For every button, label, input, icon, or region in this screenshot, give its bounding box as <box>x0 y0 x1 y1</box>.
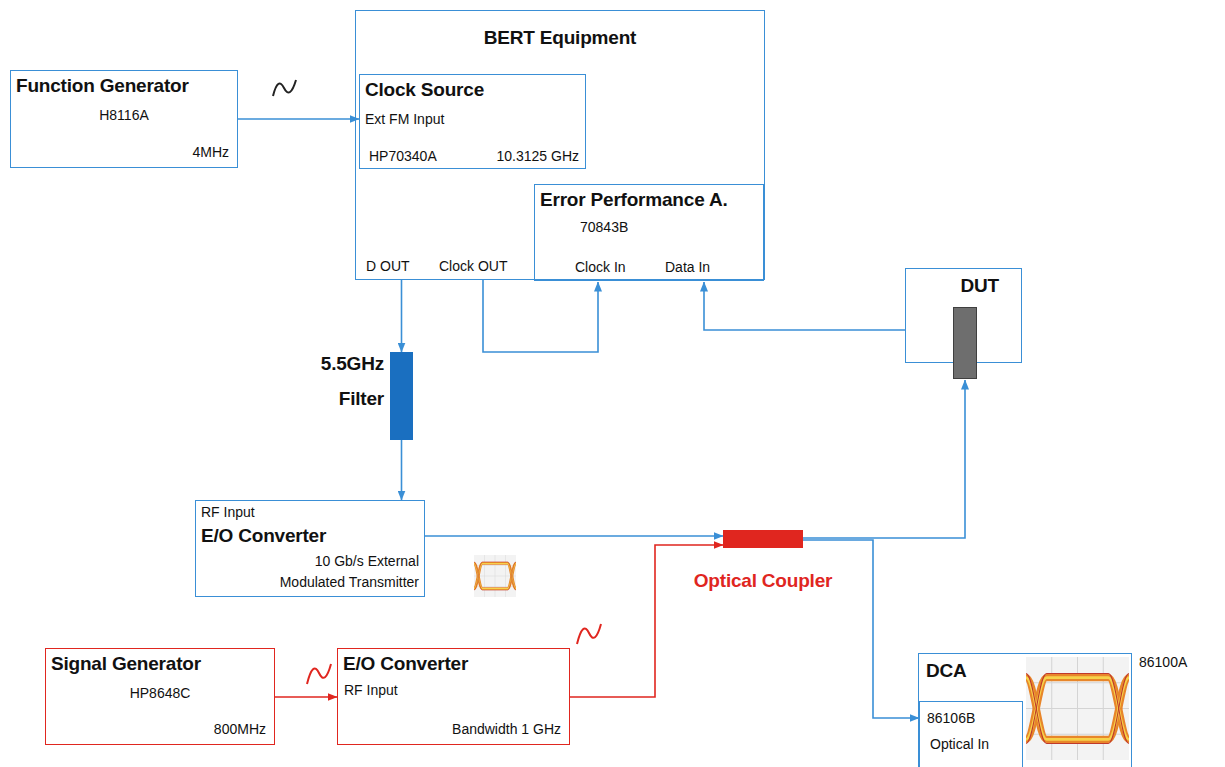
instrument-box: Signal GeneratorHP8648C 800MHz <box>45 648 275 745</box>
node-text: HP8648C <box>46 685 274 702</box>
device-port-bar <box>953 307 977 379</box>
node-title: E/O Converter <box>201 525 326 547</box>
node-text: Ext FM Input <box>365 111 444 128</box>
node-text: RF Input <box>344 682 398 699</box>
signal-connector <box>803 380 965 538</box>
node-text: 800MHz <box>214 721 266 738</box>
signal-connector <box>238 118 359 120</box>
instrument-box: Function GeneratorH8116A 4MHz <box>10 70 238 168</box>
filter-block: 5.5GHz Filter <box>390 352 413 440</box>
node-text: 10.3125 GHz <box>497 148 580 165</box>
converter-box: RF InputE/O Converter 10 Gb/s External Mo… <box>195 500 425 597</box>
module-box: Error Performance A. 70843B Clock In Data I… <box>534 184 764 281</box>
equipment-box: BERT Equipment D OUT Clock OUT Clock Source… <box>355 10 765 280</box>
signal-connector <box>425 535 723 537</box>
sine-icon <box>273 80 296 96</box>
node-title: DCA <box>926 660 967 682</box>
node-text: RF Input <box>201 504 255 521</box>
node-text: 86100A <box>1139 654 1187 671</box>
node-text: HP70340A <box>369 148 437 165</box>
node-text: 86106B <box>927 710 975 727</box>
signal-connector <box>275 696 337 698</box>
signal-connector <box>704 282 905 330</box>
node-text: 4MHz <box>192 144 229 161</box>
node-text: 10 Gb/s External Modulated Transmitter <box>269 551 419 593</box>
instrument-box: DCA86100A86106BOptical In <box>918 653 1132 767</box>
signal-connector <box>483 280 598 352</box>
device-box: DUT <box>905 268 1022 363</box>
signal-connector <box>401 440 403 500</box>
node-text: 70843B <box>580 219 628 236</box>
signal-connector <box>401 280 403 352</box>
node-text: H8116A <box>11 107 237 124</box>
node-text: Optical In <box>930 736 989 753</box>
optical-coupler: Optical Coupler <box>723 530 803 548</box>
node-title: Clock Source <box>365 79 484 101</box>
node-text: Data In <box>665 259 710 276</box>
node-text: Clock OUT <box>439 258 507 275</box>
signal-connector <box>803 540 919 718</box>
node-text: Bandwidth 1 GHz <box>452 721 561 738</box>
node-title: BERT Equipment <box>356 27 764 49</box>
module-box: Clock SourceExt FM InputHP70340A 10.3125 … <box>359 74 586 169</box>
node-title: 5.5GHz Filter <box>304 346 384 416</box>
node-title: Function Generator <box>16 75 189 97</box>
node-title: Error Performance A. <box>540 189 727 211</box>
module-box: 86106B Optical In <box>919 701 1023 767</box>
node-text: D OUT <box>366 258 410 275</box>
converter-box: E/O Converter RF InputBandwidth 1 GHz <box>337 648 570 745</box>
node-title: Signal Generator <box>51 653 201 675</box>
node-text: Clock In <box>575 259 626 276</box>
node-title: Optical Coupler <box>678 570 848 592</box>
node-title: E/O Converter <box>343 653 468 675</box>
eye-diagram-display <box>1026 657 1129 760</box>
sine-icon <box>307 664 331 684</box>
eye-diagram-icon <box>474 555 516 597</box>
node-title: DUT <box>961 275 999 297</box>
signal-connector <box>570 545 723 697</box>
sine-icon <box>577 624 601 644</box>
